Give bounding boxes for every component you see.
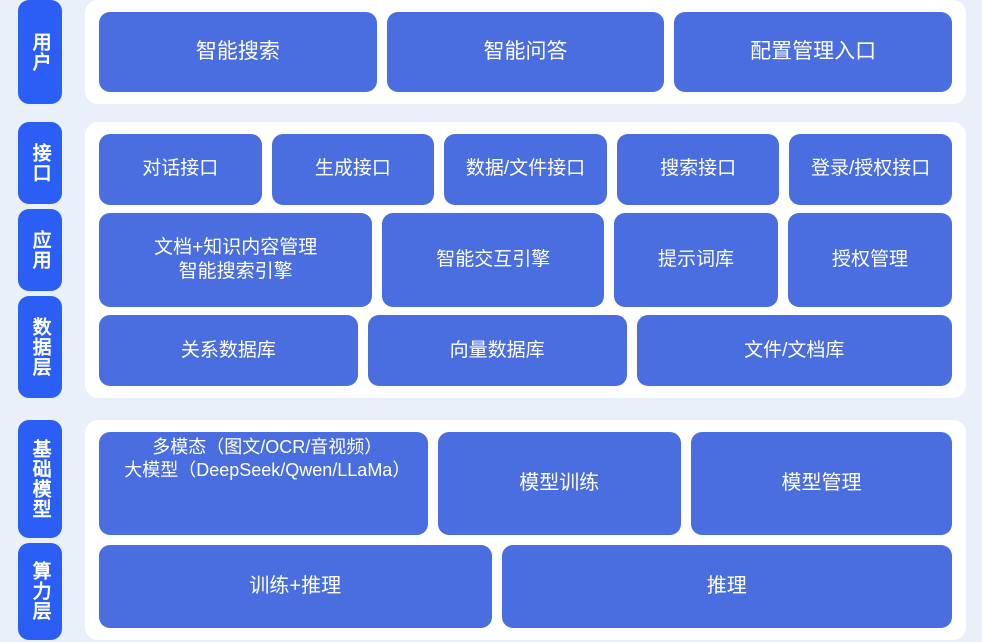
box-config-entry[interactable]: 配置管理入口 <box>674 12 953 92</box>
box-smart-qa[interactable]: 智能问答 <box>386 12 665 92</box>
layer-label-interface: 接口 <box>18 122 62 204</box>
section-user: 用户 智能搜索 智能问答 配置管理入口 <box>0 0 982 104</box>
panel-base: 多模态（图文/OCR/音视频） 大模型（DeepSeek/Qwen/LLaMa）… <box>85 420 966 640</box>
box-model-management[interactable]: 模型管理 <box>690 432 952 536</box>
layer-label-data: 数据层 <box>18 296 62 398</box>
box-interaction-engine[interactable]: 智能交互引擎 <box>382 212 605 308</box>
layer-label-compute: 算力层 <box>18 542 62 640</box>
box-search-api[interactable]: 搜索接口 <box>616 134 780 205</box>
box-vector-db[interactable]: 向量数据库 <box>367 315 627 386</box>
box-login-auth-api[interactable]: 登录/授权接口 <box>789 134 952 205</box>
box-smart-search[interactable]: 智能搜索 <box>99 12 377 92</box>
section-gap-2 <box>0 398 982 420</box>
box-infer[interactable]: 推理 <box>501 545 952 628</box>
row-model: 多模态（图文/OCR/音视频） 大模型（DeepSeek/Qwen/LLaMa）… <box>99 432 952 536</box>
box-dialog-api[interactable]: 对话接口 <box>99 134 262 205</box>
box-doc-knowledge-line1: 文档+知识内容管理 <box>154 237 318 259</box>
label-column-user: 用户 <box>18 0 62 104</box>
label-column-base: 基础模型 算力层 <box>18 420 62 640</box>
layer-label-base-model: 基础模型 <box>18 420 62 538</box>
box-doc-knowledge-line2: 智能搜索引擎 <box>178 261 293 282</box>
box-train-and-infer[interactable]: 训练+推理 <box>99 545 492 628</box>
box-data-file-api[interactable]: 数据/文件接口 <box>444 134 607 205</box>
layer-label-user: 用户 <box>18 0 62 104</box>
layer-label-application: 应用 <box>18 209 62 291</box>
section-base: 基础模型 算力层 多模态（图文/OCR/音视频） 大模型（DeepSeek/Qw… <box>0 420 982 640</box>
section-core: 接口 应用 数据层 对话接口 生成接口 数据/文件接口 搜索接口 登录/授权接口… <box>0 122 982 398</box>
box-doc-knowledge-management[interactable]: 文档+知识内容管理 智能搜索引擎 <box>99 212 373 308</box>
box-auth-management[interactable]: 授权管理 <box>788 212 952 308</box>
box-generate-api[interactable]: 生成接口 <box>271 134 435 205</box>
box-multimodal-large-model[interactable]: 多模态（图文/OCR/音视频） 大模型（DeepSeek/Qwen/LLaMa） <box>99 432 428 536</box>
row-user: 智能搜索 智能问答 配置管理入口 <box>99 12 953 92</box>
section-gap-1 <box>0 104 982 122</box>
box-relational-db[interactable]: 关系数据库 <box>99 315 358 386</box>
panel-core: 对话接口 生成接口 数据/文件接口 搜索接口 登录/授权接口 文档+知识内容管理… <box>85 122 966 398</box>
box-multimodal-line2: 大模型（DeepSeek/Qwen/LLaMa） <box>124 459 411 480</box>
box-prompt-library[interactable]: 提示词库 <box>614 212 779 308</box>
row-compute: 训练+推理 推理 <box>99 545 952 628</box>
row-application: 文档+知识内容管理 智能搜索引擎 智能交互引擎 提示词库 授权管理 <box>99 212 952 308</box>
panel-user: 智能搜索 智能问答 配置管理入口 <box>85 0 966 104</box>
box-multimodal-line1: 多模态（图文/OCR/音视频） <box>152 437 383 457</box>
row-data: 关系数据库 向量数据库 文件/文档库 <box>99 315 952 386</box>
box-model-training[interactable]: 模型训练 <box>437 432 681 536</box>
box-file-doc-store[interactable]: 文件/文档库 <box>636 315 952 386</box>
label-column-core: 接口 应用 数据层 <box>18 122 62 398</box>
row-interface: 对话接口 生成接口 数据/文件接口 搜索接口 登录/授权接口 <box>99 134 952 205</box>
